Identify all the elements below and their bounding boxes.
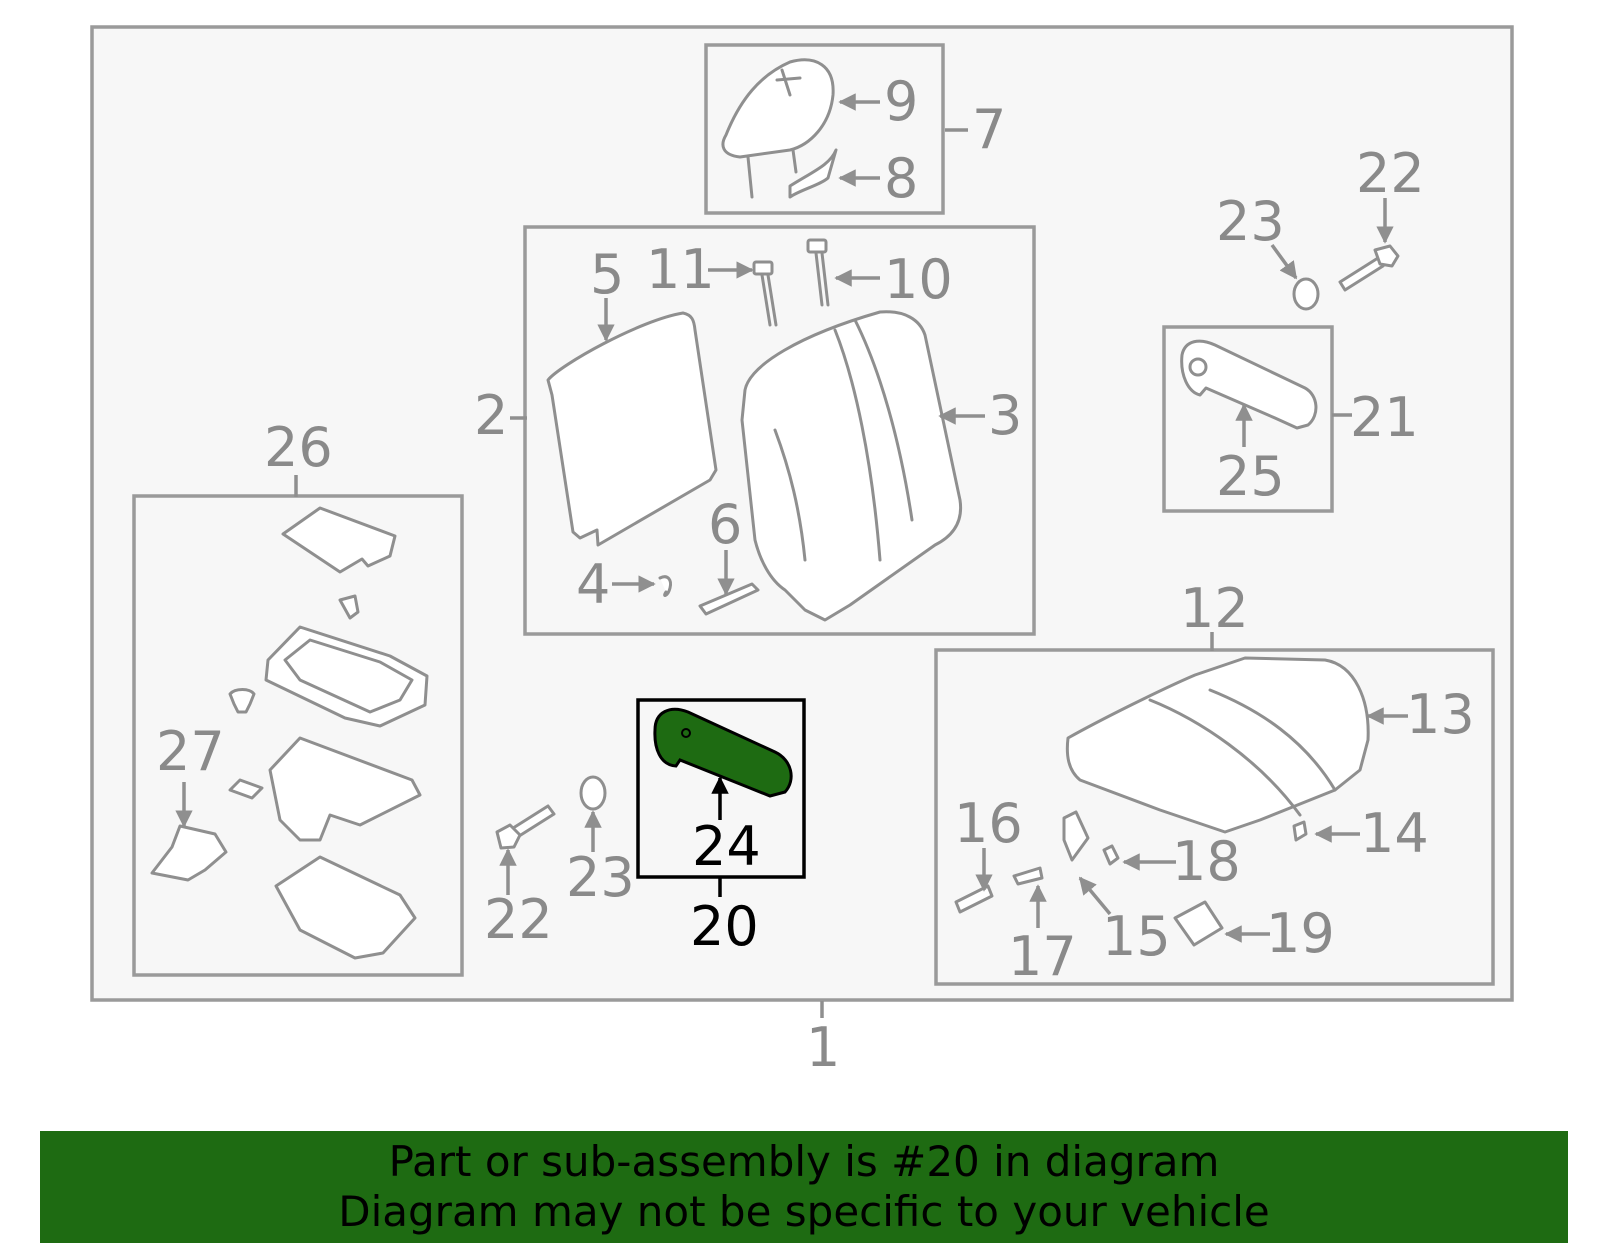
callout-23-top: 23 (1216, 190, 1285, 253)
clip-4-part (658, 575, 672, 597)
callout-6: 6 (708, 493, 742, 556)
small-parts-14-19 (954, 810, 1308, 947)
armrest-21-part (1180, 339, 1318, 430)
callout-19: 19 (1266, 902, 1335, 965)
leader-lines (175, 93, 1408, 1018)
callout-16: 16 (954, 792, 1023, 855)
callout-13: 13 (1406, 683, 1475, 746)
bolt-22-top (1338, 244, 1400, 292)
info-banner: Part or sub-assembly is #20 in diagram D… (40, 1131, 1568, 1243)
callout-1: 1 (806, 1016, 840, 1079)
callout-5: 5 (590, 243, 624, 306)
callout-10: 10 (884, 248, 953, 311)
seat-cushion-part (1065, 656, 1370, 834)
headrest-part (721, 58, 838, 199)
callout-26: 26 (264, 416, 333, 479)
callout-4: 4 (576, 553, 610, 616)
bolt-22-bottom (495, 804, 556, 850)
washer-23-top (1292, 277, 1320, 311)
console-parts (150, 506, 429, 960)
guide-pins-part (752, 238, 830, 327)
washer-23-bottom (579, 775, 607, 811)
armrest-24-part-highlighted (653, 707, 793, 798)
banner-line-disclaimer: Diagram may not be specific to your vehi… (338, 1187, 1270, 1236)
banner-line-part-number: Part or sub-assembly is #20 in diagram (388, 1137, 1220, 1186)
callout-24: 24 (692, 815, 761, 878)
callout-11: 11 (646, 238, 715, 301)
callout-12: 12 (1180, 577, 1249, 640)
callout-labels: 9 8 7 5 11 10 3 2 4 6 23 22 21 25 26 27 … (156, 70, 1475, 1079)
callout-22-top: 22 (1356, 142, 1425, 205)
seat-back-panel-part (546, 311, 718, 547)
callout-23-bottom: 23 (566, 846, 635, 909)
callout-27: 27 (156, 720, 225, 783)
callout-22-bottom: 22 (484, 888, 553, 951)
seat-back-cushion-part (740, 310, 963, 622)
callout-7: 7 (972, 98, 1006, 161)
callout-18: 18 (1172, 830, 1241, 893)
callout-21: 21 (1350, 386, 1419, 449)
console-group-box (132, 494, 464, 977)
callout-15: 15 (1102, 905, 1171, 968)
callout-25: 25 (1216, 445, 1285, 508)
callout-17: 17 (1008, 925, 1077, 988)
callout-14: 14 (1360, 802, 1429, 865)
callout-9: 9 (884, 70, 918, 133)
callout-3: 3 (988, 384, 1022, 447)
callout-8: 8 (884, 147, 918, 210)
callout-2: 2 (474, 384, 508, 447)
callout-20: 20 (690, 895, 759, 958)
